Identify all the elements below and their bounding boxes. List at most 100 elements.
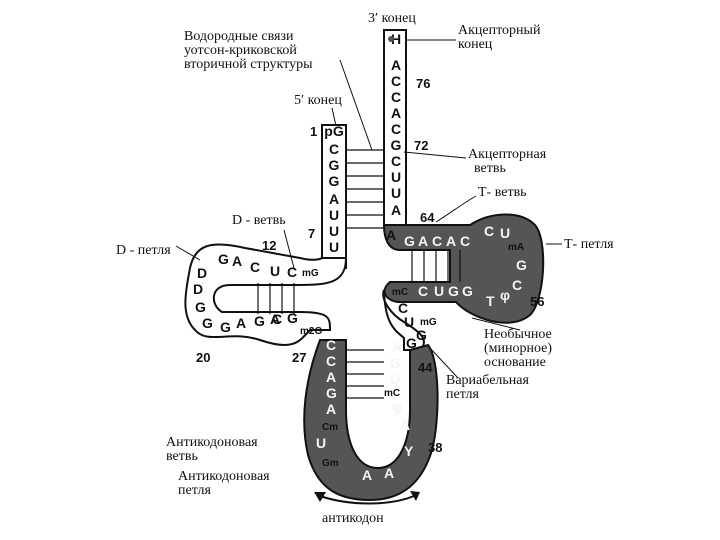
base-g: G	[390, 355, 401, 371]
base-t: T	[486, 293, 495, 309]
position-64: 64	[420, 210, 435, 225]
base-h: H	[391, 31, 401, 47]
base-a: A	[418, 233, 428, 249]
base-c: C	[391, 73, 401, 89]
base-c: C	[460, 233, 470, 249]
base-u: U	[434, 283, 444, 299]
svg-text:ветвь: ветвь	[166, 449, 198, 464]
svg-text:Необычное: Необычное	[484, 327, 552, 342]
position-20: 20	[196, 350, 210, 365]
anticodon-arm-shape	[303, 339, 439, 502]
label-t-arm: Т- ветвь	[478, 185, 527, 200]
base-g: G	[220, 319, 231, 335]
base-pg: pG	[324, 123, 344, 139]
anticodon-bases: C C A G A Cm U Gm A A Y A φ mC U G A G G	[316, 327, 427, 483]
base-a: A	[392, 339, 402, 355]
svg-text:Водородные связи: Водородные связи	[184, 29, 294, 44]
svg-text:Антикодоновая: Антикодоновая	[178, 469, 270, 484]
svg-text:Антикодоновая: Антикодоновая	[166, 435, 258, 450]
label-acceptor-arm: Акцепторная ветвь	[468, 147, 547, 176]
base-g: G	[406, 335, 417, 351]
acceptor-3prime-bases: H A C C A C G C U U A	[391, 31, 402, 218]
base-c: C	[329, 141, 339, 157]
base-u: U	[391, 185, 401, 201]
t-arm-shape	[382, 213, 545, 324]
acceptor-5prime-bases: pG C G G A U U U	[324, 123, 344, 255]
acceptor-5prime-strand	[321, 124, 347, 269]
base-c: C	[391, 153, 401, 169]
base-c: C	[287, 264, 297, 280]
base-ma: mA	[508, 242, 524, 253]
base-g: G	[254, 313, 265, 329]
base-mc: mC	[392, 287, 408, 298]
t-arm-bases: A G A C A C C U mA G C φ T G G U C mC C …	[386, 223, 527, 330]
label-minor-base: Необычное (минорное) основание	[484, 327, 552, 370]
svg-text:уотсон-криковской: уотсон-криковской	[184, 43, 297, 58]
svg-text:(минорное): (минорное)	[484, 341, 552, 356]
svg-text:петля: петля	[178, 483, 211, 498]
position-38: 38	[428, 440, 442, 455]
base-d: D	[197, 265, 207, 281]
base-mc: mC	[384, 388, 400, 399]
position-56: 56	[530, 294, 544, 309]
base-mg: mG	[302, 268, 319, 279]
position-27: 27	[292, 350, 306, 365]
svg-text:Акцепторный: Акцепторный	[458, 23, 541, 38]
variable-loop-shape	[382, 289, 425, 351]
svg-text:петля: петля	[446, 387, 479, 402]
base-g: G	[218, 251, 229, 267]
base-c: C	[272, 311, 282, 327]
base-a: A	[362, 467, 372, 483]
base-mg: mG	[420, 317, 437, 328]
base-phi: φ	[500, 287, 510, 303]
base-c: C	[398, 300, 408, 316]
label-variable-loop: Вариабельная петля	[446, 373, 529, 402]
base-g: G	[448, 283, 459, 299]
base-a: A	[391, 105, 401, 121]
position-72: 72	[414, 138, 428, 153]
base-a: A	[326, 401, 336, 417]
base-gm: Gm	[322, 458, 339, 469]
label-d-loop: D - петля	[116, 243, 171, 258]
leader-lines	[175, 39, 562, 379]
base-c: C	[391, 121, 401, 137]
base-a: A	[446, 233, 456, 249]
label-acceptor-end: Акцепторный конец	[458, 23, 541, 52]
base-phi: φ	[392, 399, 402, 415]
position-44: 44	[418, 360, 433, 375]
svg-text:ветвь: ветвь	[474, 161, 506, 176]
base-u: U	[270, 263, 280, 279]
base-u: U	[500, 225, 510, 241]
base-c: C	[484, 223, 494, 239]
base-c: C	[326, 353, 336, 369]
base-u: U	[390, 371, 400, 387]
base-cm: Cm	[322, 422, 338, 433]
position-7: 7	[308, 226, 315, 241]
base-m2g: m2G	[300, 326, 322, 337]
svg-text:Акцепторная: Акцепторная	[468, 147, 547, 162]
anticodon-arrow	[314, 491, 420, 505]
base-a: A	[391, 57, 401, 73]
base-a: A	[270, 311, 280, 327]
base-a: A	[384, 465, 394, 481]
anticodon-stem-bonds	[346, 349, 384, 399]
svg-text:вторичной структуры: вторичной структуры	[184, 57, 313, 72]
base-u: U	[329, 223, 339, 239]
terminal-dot	[388, 36, 394, 42]
label-anticodon-arm: Антикодоновая ветвь	[166, 435, 258, 464]
base-u: U	[316, 435, 326, 451]
base-c: C	[326, 337, 336, 353]
base-c: C	[391, 89, 401, 105]
base-g: G	[516, 257, 527, 273]
base-u: U	[391, 169, 401, 185]
t-stem-bonds	[411, 250, 461, 282]
position-76: 76	[416, 76, 430, 91]
label-anticodon-loop: Антикодоновая петля	[178, 469, 270, 498]
base-g: G	[329, 157, 340, 173]
base-a: A	[329, 191, 339, 207]
base-u: U	[404, 314, 414, 330]
base-c: C	[418, 283, 428, 299]
label-five-prime-end: 5′ конец	[294, 93, 342, 108]
base-c: C	[250, 259, 260, 275]
